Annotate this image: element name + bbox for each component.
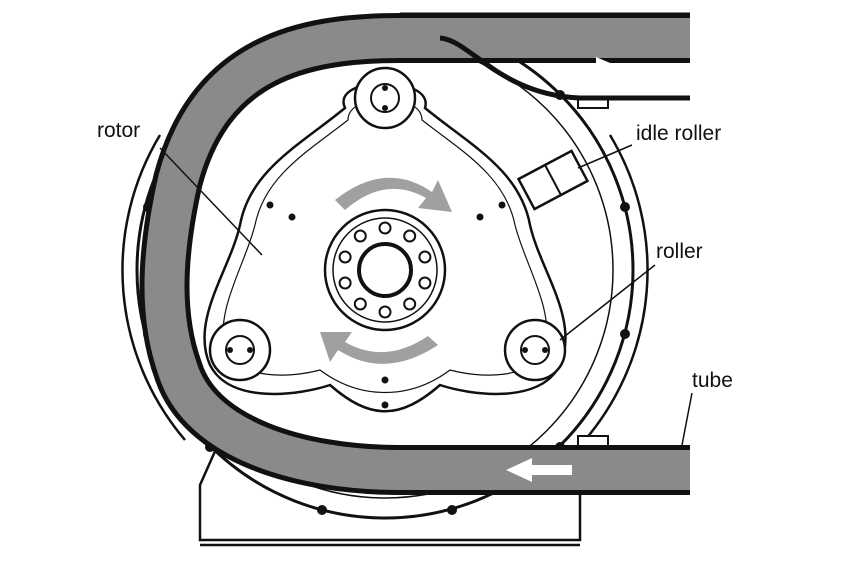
label-idle-roller: idle roller [636, 122, 721, 145]
tube [139, 12, 690, 495]
rotor-dots [266, 201, 506, 409]
rotor-leader [159, 147, 263, 256]
housing-bolt [447, 505, 457, 515]
label-rotor: rotor [97, 119, 140, 142]
idle-roller [516, 149, 590, 211]
hub-bolt [378, 221, 392, 235]
hub-bolt [403, 297, 417, 311]
hub-bolt [338, 276, 352, 290]
roller-left [208, 318, 272, 382]
label-tube: tube [692, 369, 733, 392]
hub-bolt [403, 229, 417, 243]
housing-bolt [620, 329, 630, 339]
roller-right [503, 318, 567, 382]
roller-leader [559, 264, 656, 341]
rotor-hub [323, 208, 447, 332]
housing-bolt [620, 202, 630, 212]
hub-bolt [353, 229, 367, 243]
rotation-arrow-icon [320, 177, 452, 364]
tube-leader [681, 392, 693, 446]
tube-clamp-bottom [577, 435, 609, 447]
leader-lines [159, 144, 693, 446]
hub-bolt [338, 250, 352, 264]
flow-arrow-icon [205, 57, 622, 482]
hub-bolt [353, 297, 367, 311]
hub-bolt [418, 250, 432, 264]
hub-bolt [378, 305, 392, 319]
label-roller: roller [656, 240, 703, 263]
housing-bolt [317, 505, 327, 515]
idle-roller-leader [577, 144, 633, 169]
hub-bolts [338, 221, 432, 319]
hub-bolt [418, 276, 432, 290]
roller-top [353, 66, 417, 130]
